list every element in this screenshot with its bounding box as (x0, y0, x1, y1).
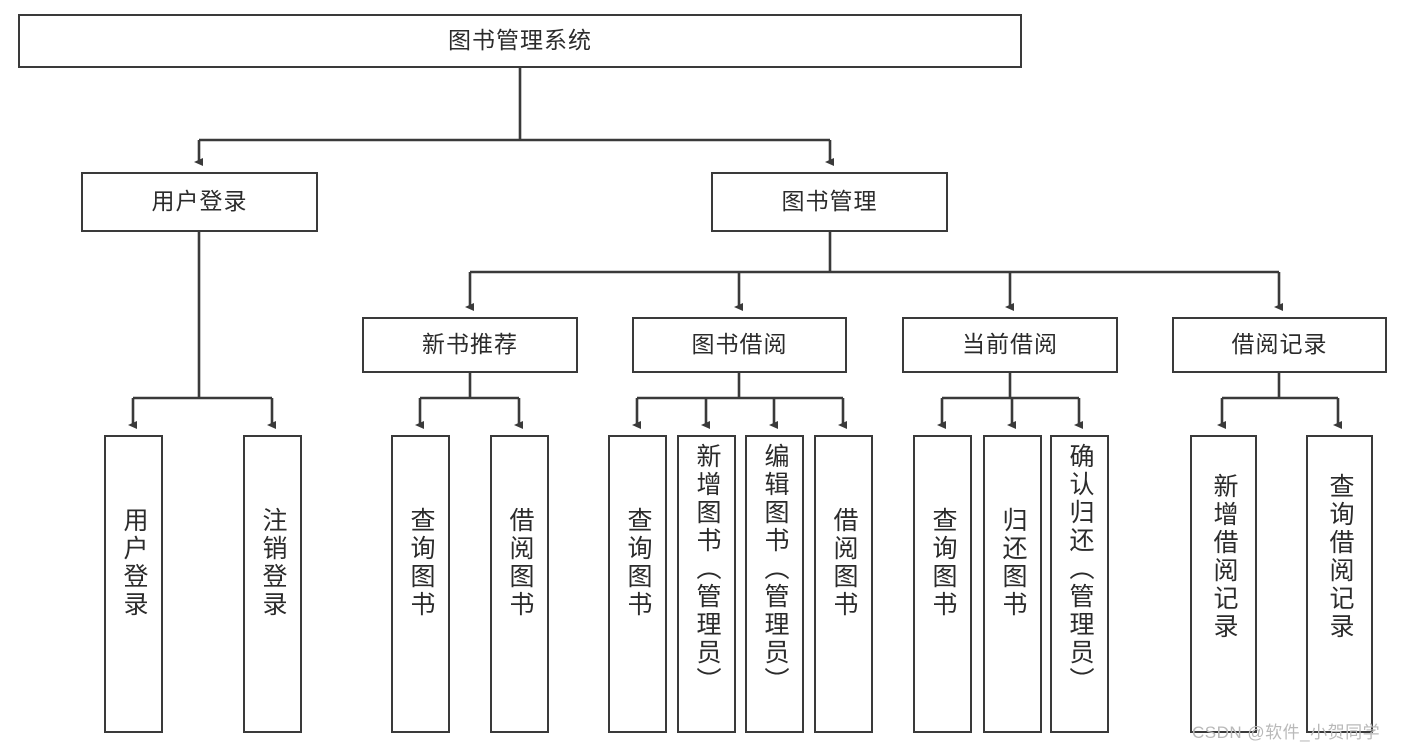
leaf-borrow-record-query[interactable]: 查询借阅记录 (1306, 435, 1373, 733)
node-user-login[interactable]: 用户登录 (81, 172, 318, 232)
node-book-borrow[interactable]: 图书借阅 (632, 317, 847, 373)
node-label: 查询图书 (407, 507, 435, 619)
node-label: 当前借阅 (962, 331, 1058, 358)
node-label: 图书管理 (781, 188, 878, 215)
node-book-management[interactable]: 图书管理 (711, 172, 948, 232)
leaf-book-borrow-add[interactable]: 新增图书（管理员） (677, 435, 736, 733)
node-label: 用户登录 (151, 188, 248, 215)
leaf-user-login-login[interactable]: 用户登录 (104, 435, 163, 733)
node-label: 查询借阅记录 (1326, 473, 1354, 641)
node-borrow-record[interactable]: 借阅记录 (1172, 317, 1387, 373)
leaf-book-borrow-query[interactable]: 查询图书 (608, 435, 667, 733)
node-label: 借阅图书 (830, 507, 858, 619)
leaf-current-borrow-return[interactable]: 归还图书 (983, 435, 1042, 733)
node-label: 图书管理系统 (448, 27, 592, 54)
node-label: 借阅记录 (1231, 331, 1328, 358)
node-current-borrow[interactable]: 当前借阅 (902, 317, 1118, 373)
node-label: 查询图书 (624, 507, 652, 619)
csdn-watermark: CSDN @软件_小贺同学 (1192, 723, 1381, 742)
node-label: 编辑图书（管理员） (761, 443, 789, 695)
node-label: 新增图书（管理员） (693, 443, 721, 695)
node-label: 归还图书 (999, 507, 1027, 619)
leaf-current-borrow-confirm[interactable]: 确认归还（管理员） (1050, 435, 1109, 733)
leaf-book-borrow-edit[interactable]: 编辑图书（管理员） (745, 435, 804, 733)
leaf-borrow-record-add[interactable]: 新增借阅记录 (1190, 435, 1257, 733)
node-label: 图书借阅 (691, 331, 788, 358)
node-new-book-recommend[interactable]: 新书推荐 (362, 317, 578, 373)
node-label: 注销登录 (259, 507, 287, 619)
node-label: 确认归还（管理员） (1066, 443, 1094, 695)
node-label: 查询图书 (929, 507, 957, 619)
node-root-system[interactable]: 图书管理系统 (18, 14, 1022, 68)
leaf-current-borrow-query[interactable]: 查询图书 (913, 435, 972, 733)
leaf-book-borrow-borrow[interactable]: 借阅图书 (814, 435, 873, 733)
leaf-new-book-borrow[interactable]: 借阅图书 (490, 435, 549, 733)
leaf-user-login-logout[interactable]: 注销登录 (243, 435, 302, 733)
node-label: 借阅图书 (506, 507, 534, 619)
node-label: 新书推荐 (422, 331, 518, 358)
leaf-new-book-query[interactable]: 查询图书 (391, 435, 450, 733)
node-label: 新增借阅记录 (1210, 473, 1238, 641)
node-label: 用户登录 (120, 507, 148, 619)
